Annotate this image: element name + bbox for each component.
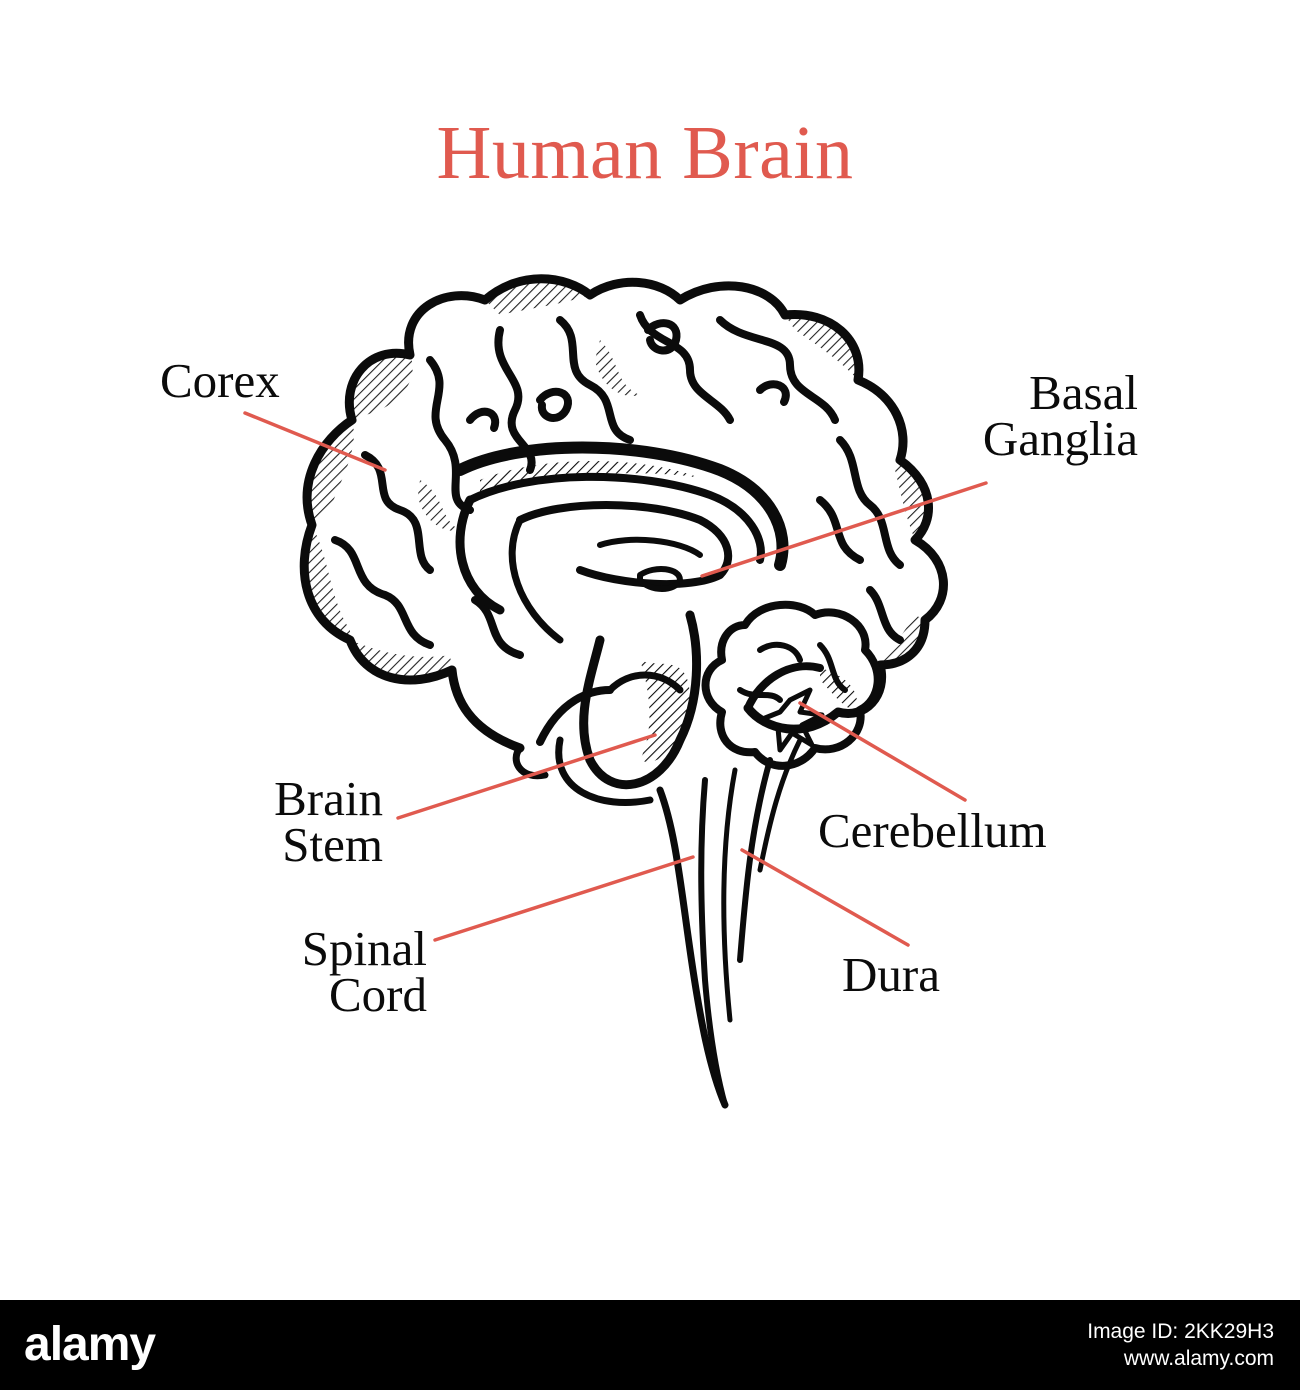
site-url-text: www.alamy.com bbox=[1123, 1347, 1274, 1370]
label-spinal-cord-line1: Spinal bbox=[301, 921, 427, 976]
spinal-cord-shape bbox=[656, 737, 803, 1109]
diagram-title: Human Brain bbox=[436, 111, 854, 195]
label-spinal-cord: Spinal Cord bbox=[301, 921, 427, 1022]
cerebellum-shape bbox=[701, 600, 882, 770]
basal-ganglia-leader-line bbox=[700, 481, 988, 578]
leader-lines bbox=[243, 411, 988, 947]
stock-footer-bar: alamy Image ID: 2KK29H3 www.alamy.com bbox=[0, 1300, 1300, 1390]
label-brain-stem: Brain Stem bbox=[274, 771, 383, 872]
brain-stem-leader-line bbox=[396, 733, 657, 820]
label-brain-stem-line2: Stem bbox=[282, 817, 383, 872]
label-spinal-cord-line2: Cord bbox=[329, 967, 427, 1022]
image-id-text: Image ID: 2KK29H3 bbox=[1087, 1320, 1274, 1343]
cortex-leader-line bbox=[243, 411, 387, 472]
spinal-cord-leader-line bbox=[433, 855, 695, 942]
label-basal-ganglia-line2: Ganglia bbox=[982, 411, 1138, 466]
label-basal-ganglia: Basal Ganglia bbox=[982, 365, 1138, 466]
label-dura: Dura bbox=[842, 947, 940, 1002]
cerebellum-shading bbox=[820, 668, 858, 712]
label-cerebellum-text: Cerebellum bbox=[818, 803, 1047, 858]
corpus-callosum bbox=[454, 441, 789, 644]
label-cerebellum: Cerebellum bbox=[818, 803, 1047, 858]
callosum-shading bbox=[480, 460, 700, 495]
label-dura-text: Dura bbox=[842, 947, 940, 1002]
stock-logo: alamy bbox=[24, 1318, 156, 1371]
label-basal-ganglia-line1: Basal bbox=[1029, 365, 1138, 420]
stock-meta: Image ID: 2KK29H3 www.alamy.com bbox=[1087, 1318, 1274, 1372]
dura-leader-line bbox=[740, 848, 910, 947]
cerebrum-base-outline bbox=[536, 662, 824, 746]
brain-illustration bbox=[243, 274, 988, 1109]
brain-stem-shading bbox=[640, 660, 690, 762]
diagram-canvas: Human Brain Corex Basal Ganglia Brain St… bbox=[160, 111, 1138, 1109]
cerebellum-leader-line bbox=[798, 701, 967, 802]
label-cortex-text: Corex bbox=[160, 353, 280, 408]
cortex-shading bbox=[304, 278, 929, 680]
label-cortex: Corex bbox=[160, 353, 280, 408]
label-brain-stem-line1: Brain bbox=[274, 771, 383, 826]
